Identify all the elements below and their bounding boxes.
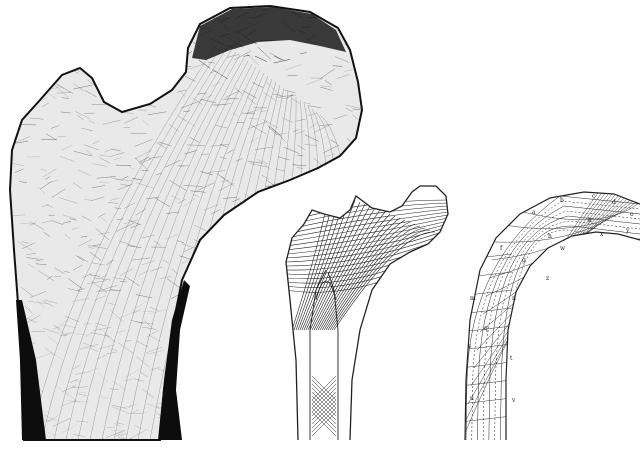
crane-label: u bbox=[470, 395, 474, 402]
trajectory-diagram-icon bbox=[286, 186, 448, 440]
crane-label: x bbox=[600, 231, 604, 238]
crane-label: a bbox=[532, 209, 536, 216]
crane-label: w bbox=[560, 245, 566, 252]
crane-label: k bbox=[588, 217, 592, 224]
crane-label: s bbox=[468, 343, 471, 350]
crane-label: y bbox=[625, 227, 630, 234]
crane-label: z bbox=[546, 275, 549, 282]
crane-label: n bbox=[512, 295, 516, 302]
crane-label: h bbox=[548, 233, 552, 240]
crane-label: t bbox=[510, 355, 513, 362]
crane-label: g bbox=[522, 257, 526, 264]
crane-label: b bbox=[560, 197, 564, 204]
crane-label: m bbox=[470, 295, 476, 302]
crane-label: e bbox=[630, 211, 634, 218]
crane-label: f bbox=[500, 245, 503, 252]
crane-label: v bbox=[511, 397, 516, 404]
crane-diagram-icon: abcdefghkmnqstuvwxyz bbox=[460, 190, 640, 440]
crane-label: q bbox=[484, 325, 488, 332]
crane-label: d bbox=[612, 199, 616, 206]
